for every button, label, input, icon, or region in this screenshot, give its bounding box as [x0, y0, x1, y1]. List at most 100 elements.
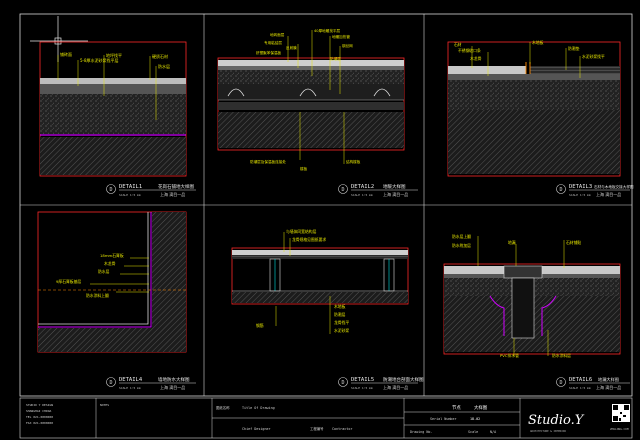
- qr-code-icon: [612, 404, 630, 422]
- detail-5-drawing: [231, 232, 409, 334]
- detail-marker-icon: [556, 377, 566, 387]
- detail-4-note: 防水层: [98, 269, 110, 274]
- detail-1-drawing: [39, 41, 187, 177]
- detail-6-note: 地漏: [508, 240, 516, 245]
- detail-2-note: 楼板: [300, 166, 308, 171]
- detail-3-notes: 石材 不锈钢收口条 木地板 防潮垫 水泥砂浆找平 木龙骨: [454, 40, 605, 61]
- serial-value: 18-02: [470, 417, 480, 421]
- detail-6-drawing: [443, 236, 621, 356]
- detail-6-note: 防水涂料层: [552, 353, 571, 358]
- detail-3-note: 水泥砂浆找平: [582, 54, 605, 59]
- title-block-fields: 图纸名称 Title Of Drawing Chief Designer 工程编…: [216, 404, 496, 434]
- detail-6-note: PVC排水管: [500, 353, 519, 358]
- detail-4-note: 防水涂料上翻: [86, 293, 109, 298]
- detail-2-note: 反射膜: [286, 45, 297, 50]
- detail-2-note: 钢丝网: [342, 43, 353, 48]
- detail-project: 上海 滴目一品: [596, 191, 621, 197]
- detail-2-drawing: [217, 30, 405, 164]
- detail-scale: SCALE 1:5 mm: [119, 193, 141, 197]
- detail-scale: SCALE 1:5 mm: [569, 193, 591, 197]
- logo-subtext: ARCHITECTURE & INTERIOR: [530, 429, 566, 433]
- detail-3-drawing: [447, 41, 621, 177]
- detail-2-note: 专用粘结层: [264, 40, 282, 45]
- notes-heading: NOTES: [100, 403, 109, 407]
- detail-5-note: 防潮层: [334, 312, 346, 317]
- detail-3-note: 木地板: [532, 40, 544, 45]
- scale-value: N/A: [490, 430, 496, 434]
- detail-6-note: 防水附加层: [452, 243, 471, 248]
- detail-6-caption: D DETAIL6 地漏大样图 SCALE 1:5 mm 上海 滴目一品: [556, 376, 630, 390]
- detail-project: 上海 滴目一品: [383, 384, 408, 390]
- detail-5-note: 与墙体同宽结构层: [286, 229, 317, 234]
- detail-5-caption: D DETAIL5 防潮地台剖面大样图 SCALE 1:5 mm 上海 滴目一品: [338, 376, 424, 390]
- detail-2-note: 地暖加热管: [332, 34, 350, 39]
- studio-logo: Studio.Y ARCHITECTURE & INTERIOR: [528, 413, 585, 433]
- drawing-value: Title Of Drawing: [242, 406, 275, 410]
- detail-3-note: 不锈钢收口条: [458, 48, 481, 53]
- detail-3-caption: D DETAIL3 石材与木地板交接大样图 SCALE 1:5 mm 上海 滴目…: [556, 184, 634, 197]
- detail-5-note: 龙骨找平: [334, 320, 349, 325]
- serial-label: Serial Number: [430, 417, 457, 421]
- detail-6-note: 石材铺贴: [566, 240, 581, 245]
- detail-3-note: 防潮垫: [568, 46, 580, 51]
- detail-label: DETAIL5: [351, 377, 374, 383]
- detail-2-note: 防潮层: [330, 56, 341, 61]
- detail-4-note: 9厚石膏板基层: [56, 279, 81, 284]
- detail-4-caption: D DETAIL4 墙地防水大样图 SCALE 1:5 mm 上海 滴目一品: [106, 376, 196, 390]
- detail-2-note: 防潮层及保温板连接处: [250, 159, 286, 164]
- detail-title: 石材与木地板交接大样图: [594, 184, 634, 189]
- detail-marker-icon: [338, 184, 348, 194]
- detail-2-note: 地砖面层: [270, 32, 285, 37]
- company-line: SHANGHAI CHINA: [26, 409, 51, 413]
- detail-3-note: 木龙骨: [470, 56, 482, 61]
- detail-title: 地暖大样图: [383, 183, 406, 190]
- detail-label: DETAIL3: [569, 184, 592, 190]
- detail-1-note: 铺砖面: [60, 51, 72, 57]
- detail-marker-icon: [338, 377, 348, 387]
- detail-1-note: 防水层: [158, 63, 170, 69]
- title-block-company: STUDIO Y DESIGN SHANGHAI CHINA TEL 021-0…: [26, 403, 109, 425]
- crosshair-cursor-icon: [30, 16, 88, 62]
- detail-marker-icon: [106, 377, 116, 387]
- detail-marker-icon: [106, 184, 116, 194]
- detail-1-note: 地坪找平: [106, 52, 122, 58]
- detail-2-notes: 地砖面层 专用粘结层 40厚地暖找平层 地暖加热管 钢丝网 反射膜 挤塑聚苯保温…: [250, 28, 361, 171]
- detail-project: 上海 滴目一品: [160, 191, 185, 197]
- detail-4-note: 木龙骨: [104, 261, 116, 266]
- detail-2-note: 结构楼板: [346, 159, 361, 164]
- company-line: STUDIO Y DESIGN: [26, 403, 53, 407]
- detail-project: 上海 滴目一品: [160, 384, 185, 390]
- detail-scale: SCALE 1:5 mm: [569, 386, 591, 390]
- title-block: [19, 397, 633, 439]
- detail-scale: SCALE 1:5 mm: [351, 386, 373, 390]
- detail-marker-letter: D: [559, 380, 562, 386]
- detail-scale: SCALE 1:5 mm: [119, 386, 141, 390]
- detail-1-note: 硬质石材: [152, 53, 168, 59]
- drawing-label: 图纸名称: [216, 405, 230, 410]
- detail-scale: SCALE 1:5 mm: [351, 193, 373, 197]
- detail-2-note: 40厚地暖找平层: [314, 28, 341, 33]
- detail-4-notes: 18mm石膏板 木龙骨 防水层 9厚石膏板基层 防水涂料上翻: [56, 253, 124, 298]
- drawing-title: 节点: [452, 405, 461, 411]
- designer-label: Chief Designer: [242, 427, 271, 431]
- detail-1-caption: D DETAIL1 花岗石铺地大样图 SCALE 1:5 mm 上海 滴目一品: [106, 183, 196, 197]
- detail-project: 上海 滴目一品: [596, 384, 621, 390]
- detail-5-note: 钢筋: [256, 323, 264, 328]
- detail-4-note: 18mm石膏板: [100, 253, 124, 258]
- project-code-label: 工程编号: [310, 426, 324, 431]
- detail-project: 上海 滴目一品: [383, 191, 408, 197]
- company-line: FAX 021-0000000: [26, 421, 53, 425]
- detail-5-note: 龙骨规格见图纸要求: [292, 237, 326, 242]
- detail-marker-letter: D: [109, 380, 112, 386]
- detail-marker-letter: D: [109, 187, 112, 193]
- detail-5-notes: 与墙体同宽结构层 龙骨规格见图纸要求 钢筋 木地板 防潮层 龙骨找平 水泥砂浆: [256, 229, 349, 333]
- detail-label: DETAIL1: [119, 184, 142, 190]
- detail-title: 墙地防水大样图: [158, 376, 190, 383]
- detail-marker-letter: D: [559, 187, 562, 193]
- detail-title: 防潮地台剖面大样图: [383, 376, 424, 383]
- scale-label: Scale: [468, 430, 478, 434]
- contractor-label: Contractor: [332, 427, 352, 431]
- watermark: ZHULONG.COM: [610, 427, 629, 431]
- detail-6-note: 防水层上翻: [452, 234, 471, 239]
